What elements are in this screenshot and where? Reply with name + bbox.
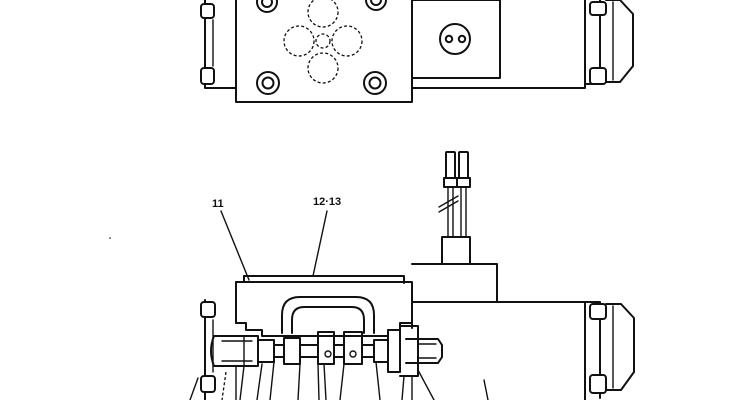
leader-line-12-13: [312, 210, 328, 277]
top-left-nub-upper: [200, 3, 215, 19]
internal-channel: [281, 296, 375, 334]
bottom-leader-lines: [189, 361, 489, 400]
top-solenoid-housing: [411, 0, 501, 79]
connector-box: [441, 236, 471, 265]
solenoid-upper-housing: [411, 263, 498, 303]
section-right-cap: [605, 303, 635, 391]
label-12-13: 12·13: [313, 196, 341, 208]
top-main-body: [235, 0, 413, 103]
spool-cavity: [235, 322, 413, 337]
spool: [257, 331, 389, 365]
solenoid-lower-housing: [411, 301, 586, 400]
top-right-cap: [605, 0, 634, 83]
label-11: 11: [212, 198, 224, 210]
leader-line-11: [220, 210, 250, 281]
top-left-nub-lower: [200, 67, 215, 85]
section-view-valve-assembly: [200, 151, 635, 400]
section-main-body: [235, 281, 413, 329]
section-right-flange: [584, 301, 601, 399]
wire-leads: [438, 151, 471, 238]
right-solenoid-pusher: [387, 325, 443, 377]
callout-12-13: 12·13: [312, 196, 341, 277]
left-spring-plug: [210, 335, 259, 367]
callout-11: 11: [212, 198, 250, 281]
top-plate: [243, 275, 405, 284]
top-electrical-connector: [439, 23, 471, 55]
top-hidden-ports: [283, 0, 363, 84]
top-bolt-heads: [256, 0, 387, 95]
top-view-valve-assembly: [200, 0, 634, 103]
